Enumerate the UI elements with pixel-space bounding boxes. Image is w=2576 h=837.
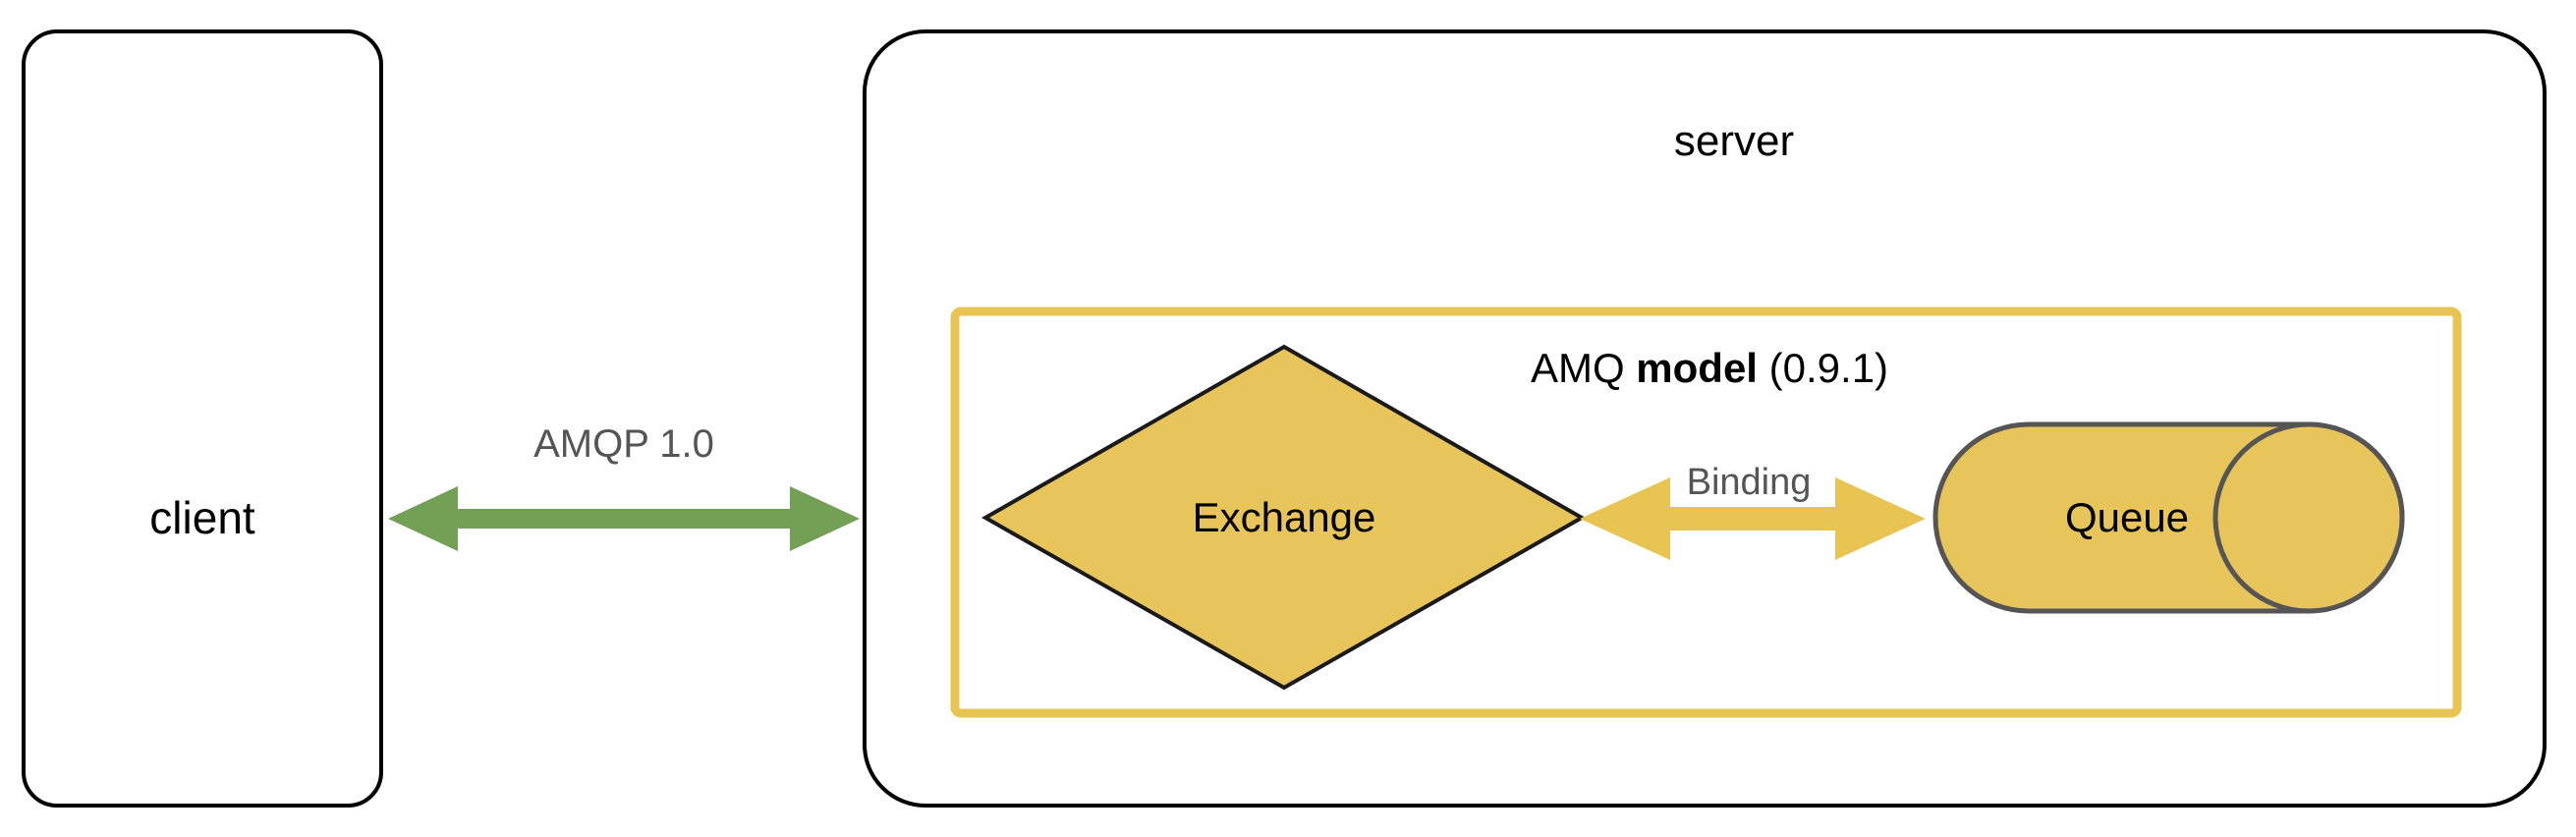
amq-model-title-prefix: AMQ [1530, 345, 1637, 391]
client-box[interactable] [22, 29, 383, 808]
client-label: client [149, 492, 255, 543]
queue-label: Queue [2064, 494, 2190, 540]
amqp-link-label: AMQP 1.0 [533, 422, 714, 466]
queue-cylinder-icon[interactable] [1932, 421, 2405, 614]
amq-model-box[interactable] [950, 307, 2462, 718]
binding-arrow-icon [1580, 477, 1926, 560]
amq-model-title: AMQ model (0.9.1) [1464, 348, 1955, 389]
exchange-diamond-icon[interactable] [980, 344, 1587, 691]
exchange-label: Exchange [1192, 494, 1376, 540]
amq-model-title-suffix: (0.9.1) [1757, 345, 1889, 391]
amqp-link-arrow-icon [388, 486, 860, 551]
amq-model-title-bold: model [1636, 345, 1758, 391]
binding-label: Binding [1686, 462, 1812, 503]
server-label: server [1673, 117, 1795, 165]
